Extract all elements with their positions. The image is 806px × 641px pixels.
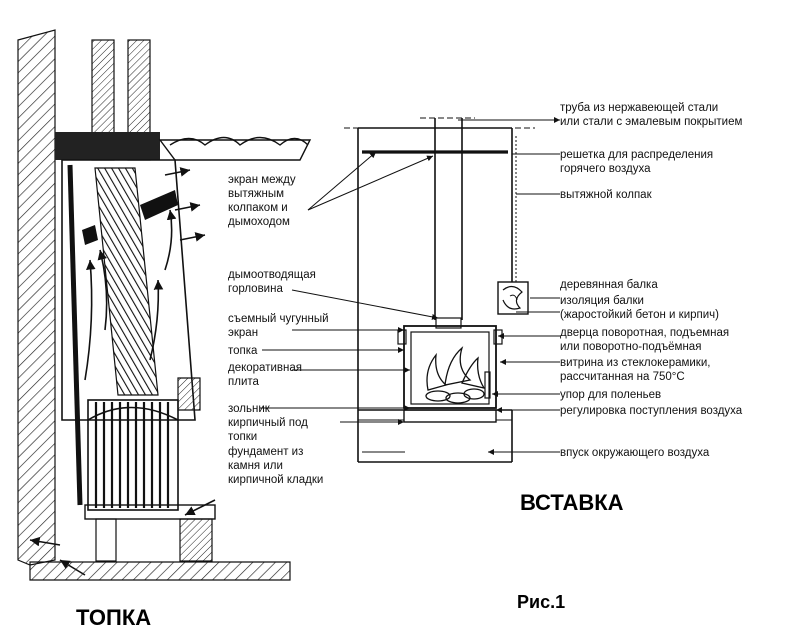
label-deco-plate: декоративная плита [228,362,305,388]
ceiling-slab [55,132,160,160]
left-fireplace-drawing [17,29,312,581]
label-air-inlet: впуск окружающего воздуха [560,447,710,459]
airflow-arrows [29,167,216,576]
label-texts: труба из нержавеющей стали или стали с э… [228,102,743,486]
flue-band [94,167,159,396]
label-smoke-neck: дымоотводящая горловина [228,269,319,295]
leader-lines [260,117,560,455]
label-screen-hood: экран между вытяжным колпаком и дымоходо… [228,174,299,228]
label-brick-hearth: кирпичный под топки [228,417,311,443]
firebox-grid [87,399,179,511]
label-beam-insulation: изоляция балки (жаростойкий бетон и кирп… [560,295,719,321]
label-door: дверца поворотная, подъемная или поворот… [560,327,732,353]
label-ashpit: зольник [228,403,271,415]
foundation-block [179,518,213,562]
caption-firebox: ТОПКА [76,605,151,630]
wall-hatch [17,29,56,566]
label-grille: решетка для распределения горячего возду… [560,149,716,175]
caption-figure: Рис.1 [517,592,565,612]
ceiling-beam [158,139,312,161]
caption-insert: ВСТАВКА [520,490,624,515]
hood-outline [61,159,196,421]
label-hood: вытяжной колпак [560,189,653,201]
label-glass: витрина из стеклокерамики, рассчитанная … [560,357,714,383]
label-foundation: фундамент из камня или кирпичной кладки [228,446,323,486]
label-pipe: труба из нержавеющей стали или стали с э… [560,102,742,128]
label-log-stop: упор для поленьев [560,389,661,401]
label-cast-screen: съемный чугунный экран [228,313,332,339]
label-firebox: топка [228,345,258,357]
label-wood-beam: деревянная балка [560,279,658,291]
label-air-reg: регулировка поступления воздуха [560,405,743,417]
